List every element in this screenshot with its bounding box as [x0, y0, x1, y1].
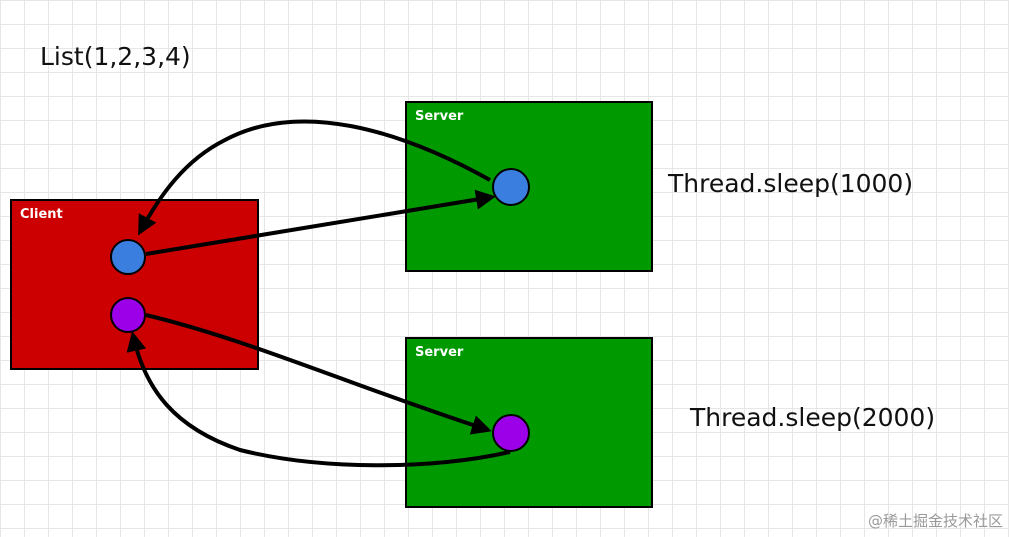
client-box: Client	[10, 199, 259, 370]
server-label-2: Server	[415, 345, 464, 360]
client-node-blue	[110, 239, 146, 275]
sleep-note-1: Thread.sleep(1000)	[668, 169, 914, 198]
client-label: Client	[20, 207, 63, 222]
sleep-note-2: Thread.sleep(2000)	[690, 403, 936, 432]
client-node-purple	[110, 297, 146, 333]
server-label-1: Server	[415, 109, 464, 124]
watermark: @稀土掘金技术社区	[867, 512, 1003, 530]
server-box-2: Server	[405, 337, 653, 508]
server-node-purple	[492, 414, 530, 452]
server-node-blue	[492, 168, 530, 206]
list-label: List(1,2,3,4)	[40, 42, 191, 71]
